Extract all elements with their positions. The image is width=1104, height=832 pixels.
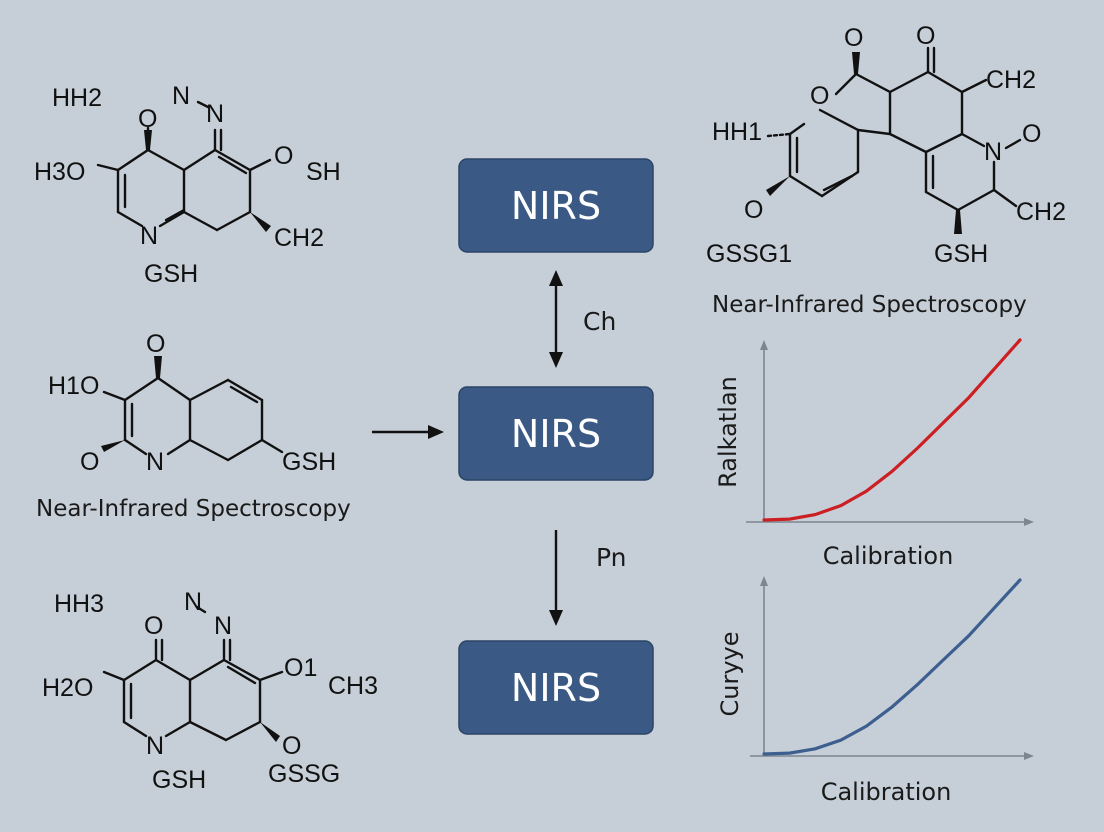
atom-label: GSH	[282, 448, 336, 476]
molecule-top-right-bonds	[766, 46, 1022, 234]
atom-label: N	[214, 612, 232, 640]
node-nirs-bottom: NIRS	[458, 640, 654, 735]
atom-label: GSH	[152, 766, 206, 794]
atom-label: SH	[306, 158, 341, 186]
chart-top: Ralkatlan Calibration	[714, 338, 1034, 570]
atom-label: CH2	[986, 66, 1036, 94]
y-axis-arrow	[760, 340, 768, 350]
atom-label: O	[744, 196, 763, 224]
flow: NIRS NIRS NIRS Ch Pn	[372, 158, 654, 735]
molecule-bottom-left-bonds	[102, 605, 284, 742]
arrow-bidirectional	[549, 270, 563, 368]
atom-label: CH2	[1016, 198, 1066, 226]
atom-label: HH3	[54, 590, 104, 618]
x-axis-label: Calibration	[821, 778, 952, 806]
series-line	[762, 338, 1022, 522]
molecule-mid-left: O H1O O N GSH Near-Infrared Spectroscopy	[36, 330, 351, 522]
atom-label: CH3	[328, 672, 378, 700]
series-line	[762, 578, 1022, 756]
atom-label: N	[184, 588, 202, 616]
atom-label: N	[206, 100, 224, 128]
molecule-top-left: HH2 N N O H3O O SH N CH2 GSH	[34, 82, 341, 288]
atom-label: O	[274, 142, 293, 170]
atom-label: GSH	[934, 240, 988, 268]
molecule-top-left-bonds	[96, 100, 272, 232]
atom-label: O	[1022, 120, 1041, 148]
atom-label: N	[146, 448, 164, 476]
atom-label: HH1	[712, 118, 762, 146]
top-right-caption: Near-Infrared Spectroscopy	[712, 292, 1027, 318]
atom-label: O	[144, 612, 163, 640]
molecule-top-right-atoms: O O O CH2 HH1 N O O CH2 GSSG1 GSH	[706, 22, 1066, 268]
molecule-mid-left-atoms: O H1O O N GSH	[48, 330, 336, 476]
atom-label: O	[138, 105, 157, 133]
atom-label: N	[172, 82, 190, 110]
node-nirs-middle: NIRS	[458, 386, 654, 481]
node-box	[458, 640, 654, 735]
atom-label: N	[146, 732, 164, 760]
molecule-mid-left-bonds	[101, 356, 284, 462]
node-label: NIRS	[511, 184, 601, 228]
atom-label: CH2	[274, 224, 324, 252]
atom-label: O	[810, 82, 829, 110]
atom-label: HH2	[52, 84, 102, 112]
x-axis-arrow	[1024, 518, 1034, 526]
x-axis-label: Calibration	[823, 542, 954, 570]
node-box	[458, 386, 654, 481]
molecule-bottom-left: HH3 N N O H2O O1 CH3 N O GSH GSSG	[42, 588, 378, 794]
atom-label: N	[140, 222, 158, 250]
atom-label: O1	[284, 654, 317, 682]
atom-label: O	[844, 24, 863, 52]
atom-label: GSSG	[268, 760, 340, 788]
y-axis-arrow	[760, 576, 768, 586]
chart-bottom: Curyye Calibration	[716, 576, 1034, 806]
y-axis-label: Curyye	[716, 631, 744, 716]
molecule-top-right: O O O CH2 HH1 N O O CH2 GSSG1 GSH Near-I…	[706, 22, 1066, 318]
node-label: NIRS	[511, 666, 601, 710]
atom-label: O	[282, 732, 301, 760]
atom-label: GSSG1	[706, 240, 792, 268]
molecule-top-left-atoms: HH2 N N O H3O O SH N CH2 GSH	[34, 82, 341, 288]
atom-label: H2O	[42, 674, 93, 702]
atom-label: O	[80, 448, 99, 476]
mid-left-caption: Near-Infrared Spectroscopy	[36, 496, 351, 522]
atom-label: GSH	[144, 260, 198, 288]
node-label: NIRS	[511, 412, 601, 456]
atom-label: O	[916, 22, 935, 50]
atom-label: H3O	[34, 158, 85, 186]
atom-label: H1O	[48, 372, 99, 400]
edge-label-pn: Pn	[596, 543, 626, 572]
arrow-down	[549, 530, 563, 626]
y-axis-label: Ralkatlan	[714, 376, 742, 488]
x-axis-arrow	[1024, 752, 1034, 760]
node-nirs-top: NIRS	[458, 158, 654, 253]
atom-label: O	[146, 330, 165, 358]
arrow-right	[372, 425, 444, 439]
node-box	[458, 158, 654, 253]
atom-label: N	[984, 138, 1002, 166]
molecule-bottom-left-atoms: HH3 N N O H2O O1 CH3 N O GSH GSSG	[42, 588, 378, 794]
edge-label-ch: Ch	[583, 307, 616, 336]
